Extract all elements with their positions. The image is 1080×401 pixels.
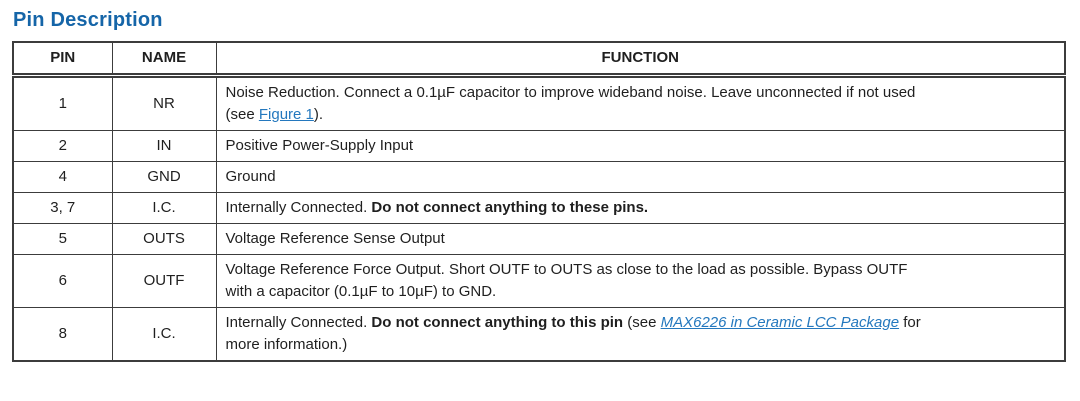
max6226-ceramic-lcc-link[interactable]: MAX6226 in Ceramic LCC Package [660,314,900,331]
pin-cell: 1 [12,75,113,131]
pin-cell: 6 [12,254,113,308]
text-segment: Do not connect anything to this pin [371,314,624,331]
text-segment: (see [225,106,259,123]
name-cell: I.C. [111,192,217,224]
name-cell: OUTS [111,223,217,255]
header-cell-function: FUNCTION [215,41,1066,78]
pin-cell: 8 [12,307,113,362]
pin-cell: 5 [12,223,113,255]
function-cell: Internally Connected. Do not connect any… [215,192,1066,224]
text-segment: (see [623,314,661,331]
text-segment: Internally Connected. [225,314,372,331]
name-cell: I.C. [111,307,217,362]
pin-cell: 4 [12,161,113,193]
figure-1-link[interactable]: Figure 1 [258,106,314,123]
name-cell: OUTF [111,254,217,308]
function-cell: Ground [215,161,1066,193]
text-segment: with a capacitor (0.1µF to 10µF) to GND. [225,283,497,300]
header-cell-name: NAME [111,41,217,78]
text-segment: Ground [225,168,276,185]
name-cell: GND [111,161,217,193]
text-segment: Do not connect anything to these pins. [371,199,649,216]
page-title: Pin Description [13,9,163,31]
name-cell: IN [111,130,217,162]
table-header-row: PIN NAME FUNCTION [12,41,1066,78]
text-segment: for [899,314,921,331]
text-segment: Voltage Reference Force Output. Short OU… [225,261,908,278]
text-segment: ). [313,106,324,123]
function-cell: Voltage Reference Force Output. Short OU… [215,254,1066,308]
function-cell: Internally Connected. Do not connect any… [215,307,1066,362]
text-segment: Internally Connected. [225,199,372,216]
text-segment: Positive Power-Supply Input [225,137,414,154]
pin-cell: 3, 7 [12,192,113,224]
pin-cell: 2 [12,130,113,162]
function-cell: Positive Power-Supply Input [215,130,1066,162]
name-cell: NR [111,75,217,131]
text-segment: Noise Reduction. Connect a 0.1µF capacit… [225,84,916,101]
text-segment: Voltage Reference Sense Output [225,230,445,247]
header-cell-pin: PIN [12,41,113,78]
function-cell: Voltage Reference Sense Output [215,223,1066,255]
function-cell: Noise Reduction. Connect a 0.1µF capacit… [215,75,1066,131]
text-segment: more information.) [225,336,348,353]
